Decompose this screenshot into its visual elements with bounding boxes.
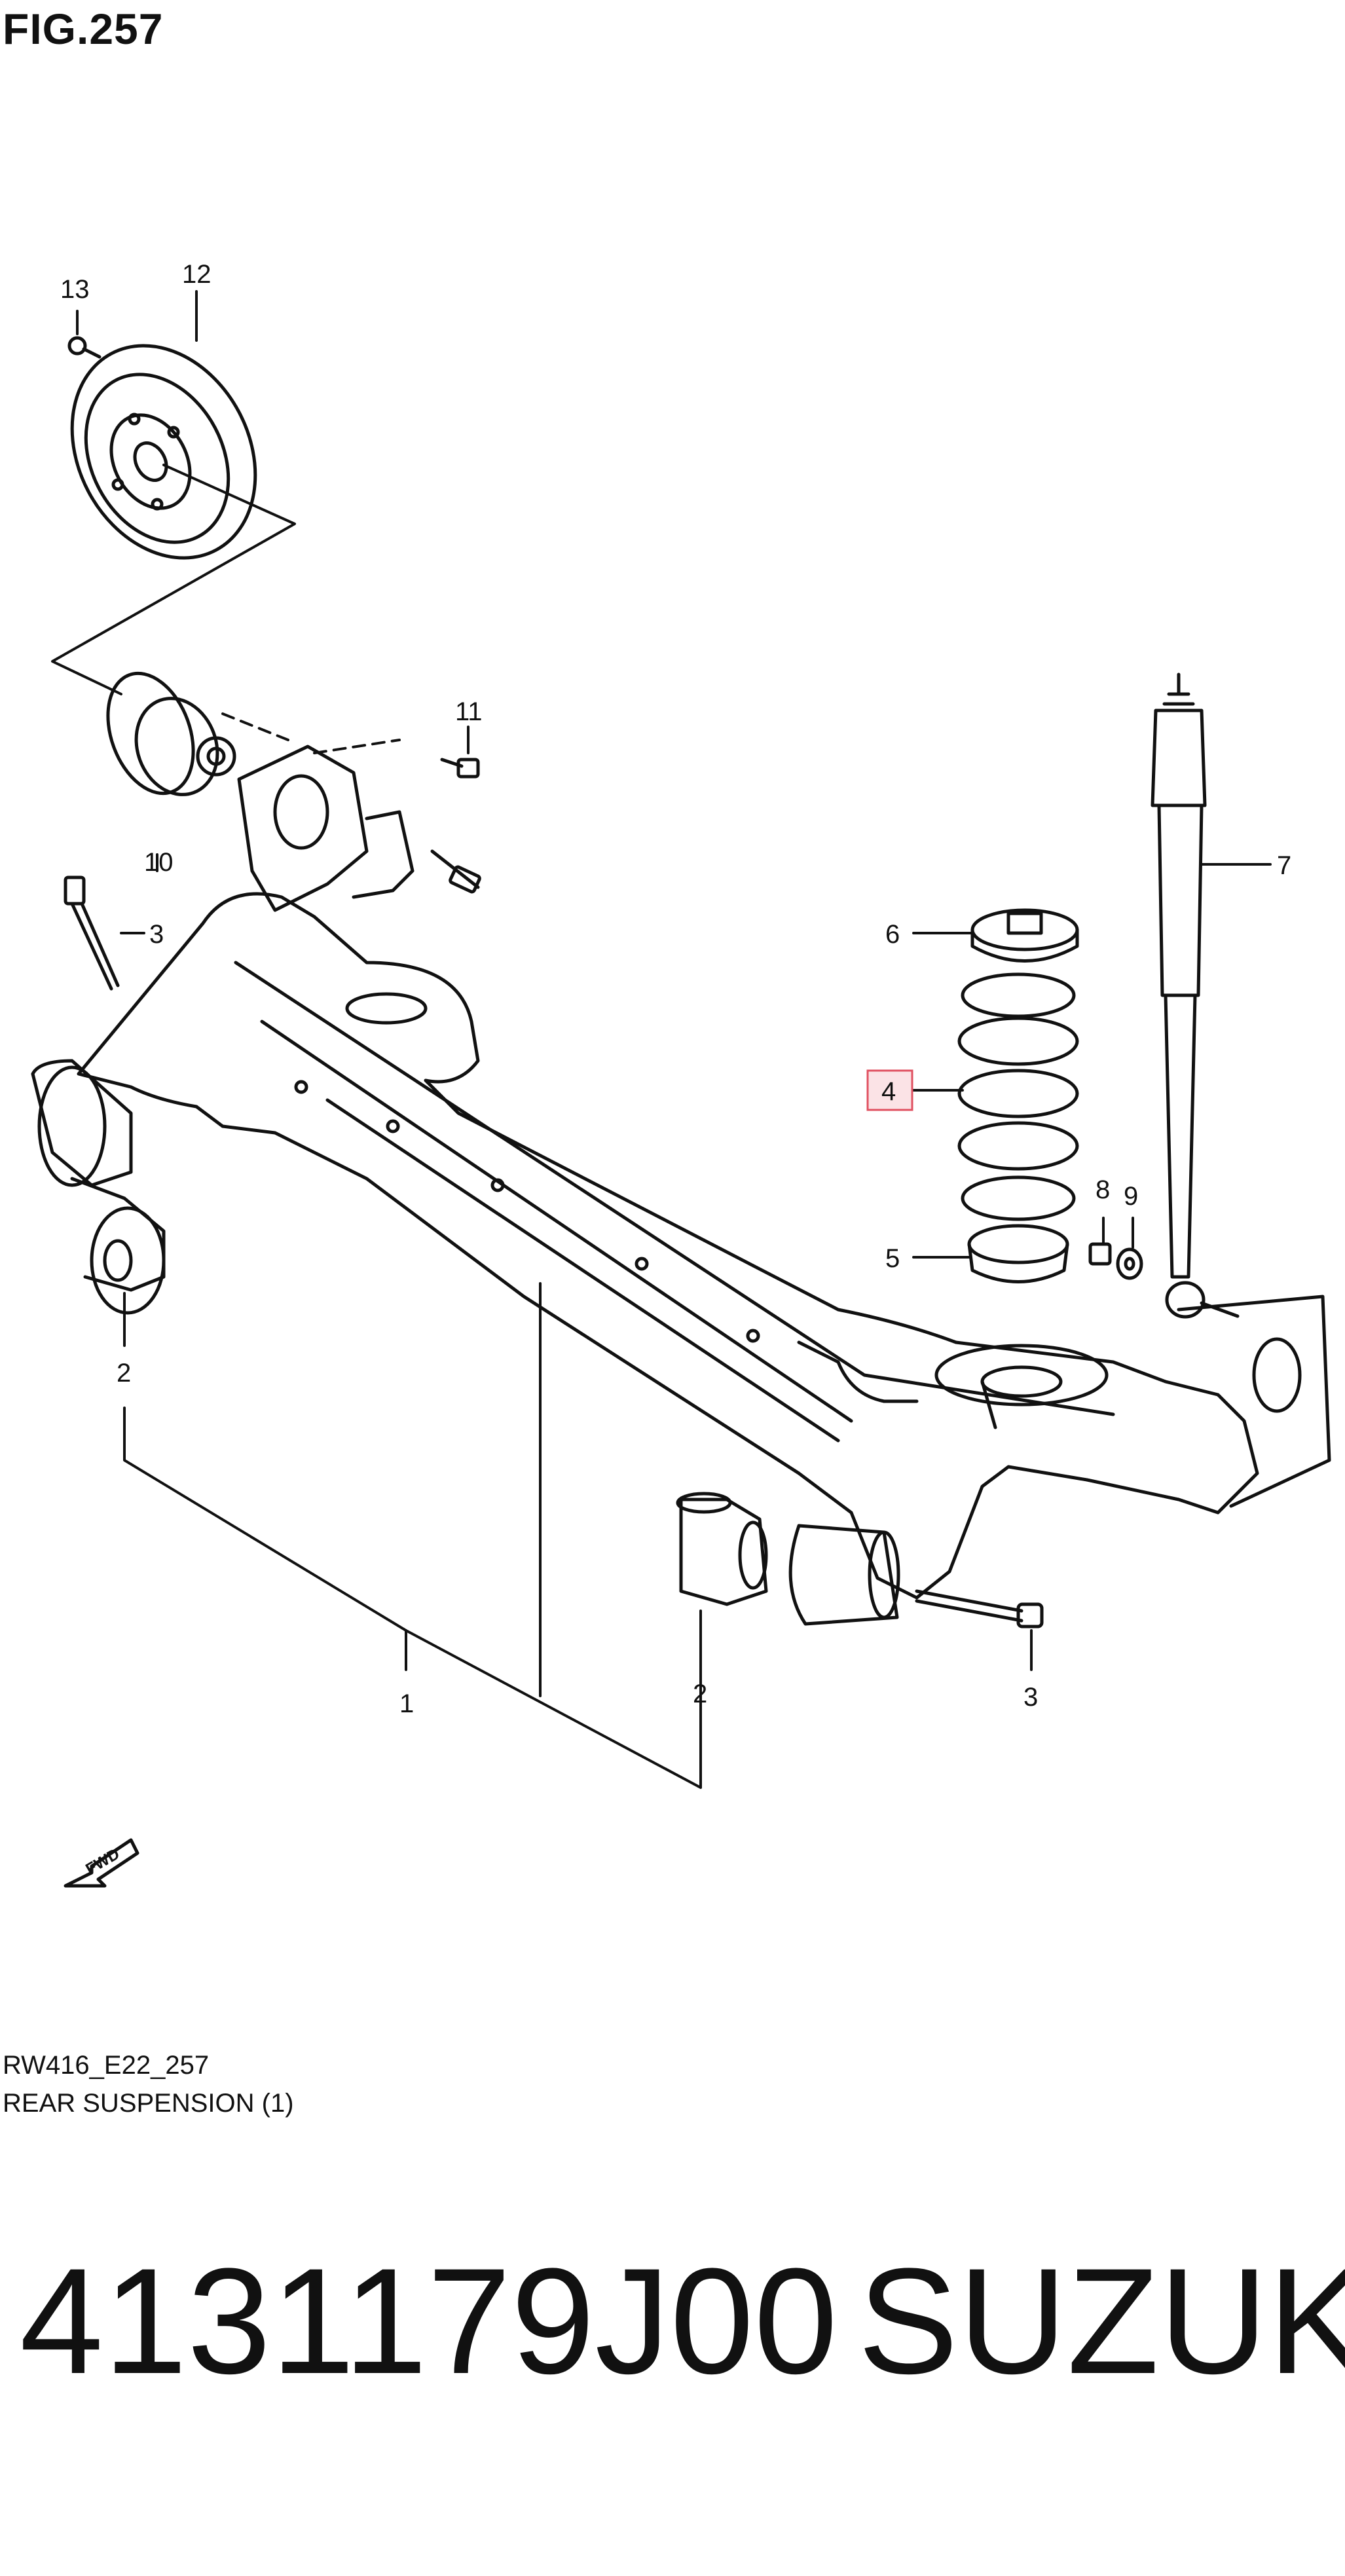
rear-suspension-diagram: 13 12 11 10 3 6 4 5 7 8 9 2 1 2 3 FWD: [31, 260, 1331, 1888]
callout-12: 12: [182, 260, 212, 289]
brake-drum-12: [70, 344, 257, 560]
callout-8: 8: [1096, 1175, 1110, 1204]
callout-6: 6: [885, 920, 900, 949]
fwd-arrow: [64, 1838, 139, 1888]
spring-seat-lower-5: [967, 1224, 1069, 1283]
callout-2-right: 2: [693, 1680, 707, 1708]
diagram-ref-code: RW416_E22_257: [3, 2051, 210, 2080]
shock-absorber-7: [1151, 672, 1240, 1319]
diagram-subtitle: REAR SUSPENSION (1): [3, 2089, 294, 2118]
coil-spring-4: [957, 972, 1079, 1221]
part-number: 4131179J00: [20, 2237, 838, 2405]
bolt-3-left: [64, 875, 120, 991]
figure-title: FIG.257: [3, 5, 164, 53]
bolt-13: [67, 336, 101, 359]
callout-11: 11: [455, 697, 483, 726]
knuckle-bracket-left: [237, 745, 481, 912]
callout-7: 7: [1277, 851, 1291, 880]
nut-8: [1088, 1242, 1112, 1266]
callout-10: 10: [144, 848, 174, 877]
fwd-label: FWD: [83, 1845, 122, 1879]
callout-2-left: 2: [117, 1359, 131, 1388]
divider: [0, 2141, 1345, 2142]
callout-leaders: [76, 290, 1272, 1789]
wheel-hub-10: [106, 671, 236, 796]
callout-1: 1: [399, 1689, 414, 1718]
bushing-2-right: [676, 1492, 900, 1626]
bolt-3-right: [915, 1589, 1044, 1628]
callout-3-left: 3: [149, 920, 164, 949]
bolt-11: [440, 758, 480, 779]
spring-seat-upper-6: [970, 908, 1079, 963]
callout-5: 5: [885, 1244, 900, 1273]
washer-9: [1116, 1247, 1143, 1280]
callout-9: 9: [1124, 1182, 1138, 1211]
brand-name: SUZUKI: [858, 2237, 1345, 2405]
bushing-2-left: [31, 1059, 166, 1315]
callout-4: 4: [881, 1077, 896, 1106]
highlight-box-4: [866, 1069, 913, 1111]
callout-3-right: 3: [1023, 1683, 1038, 1712]
axle-beam-1: [77, 892, 1331, 1600]
callout-13: 13: [60, 275, 90, 304]
